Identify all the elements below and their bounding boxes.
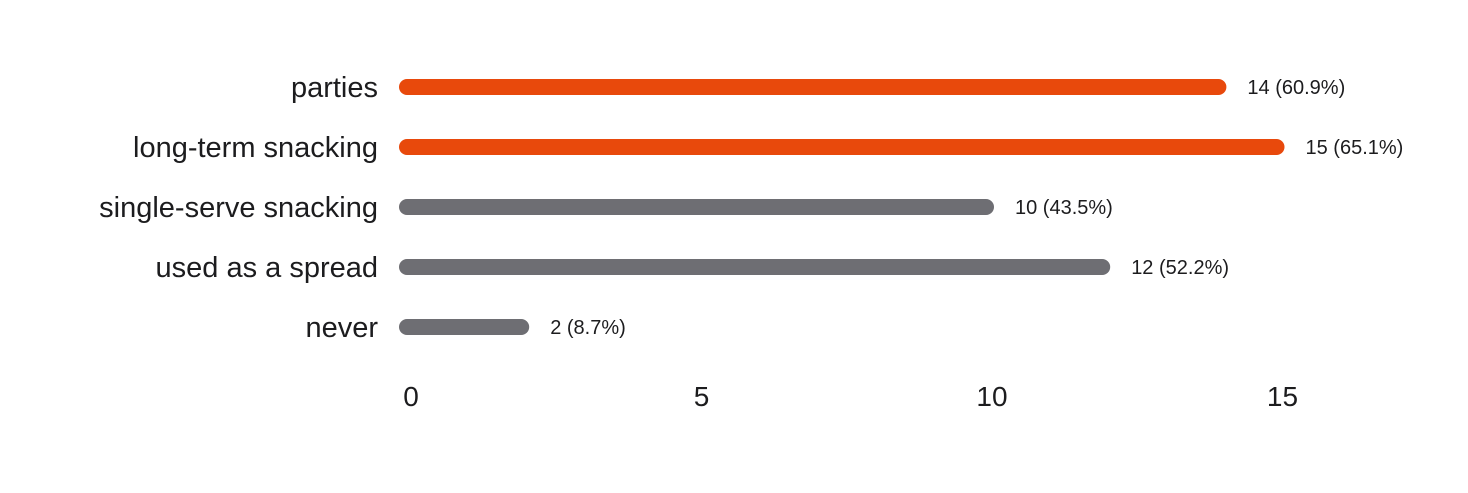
- bars-layer: [399, 79, 1285, 335]
- category-label-3: used as a spread: [156, 252, 378, 284]
- value-label-2: 10 (43.5%): [1015, 197, 1113, 219]
- x-tick-label-0: 0: [403, 381, 419, 412]
- value-label-4: 2 (8.7%): [550, 317, 626, 339]
- value-label-3: 12 (52.2%): [1131, 257, 1229, 279]
- labels-layer: parties 14 (60.9%) long-term snacking 15 (6…: [99, 72, 1403, 344]
- category-label-1: long-term snacking: [133, 132, 378, 164]
- category-label-0: parties: [291, 72, 378, 104]
- value-label-1: 15 (65.1%): [1306, 137, 1404, 159]
- value-label-0: 14 (60.9%): [1247, 77, 1345, 99]
- x-axis: 0 5 10 15: [403, 381, 1298, 412]
- x-tick-label-3: 15: [1267, 381, 1298, 412]
- x-tick-label-2: 10: [976, 381, 1007, 412]
- x-tick-label-1: 5: [694, 381, 710, 412]
- category-label-4: never: [305, 312, 378, 344]
- category-label-2: single-serve snacking: [99, 192, 378, 224]
